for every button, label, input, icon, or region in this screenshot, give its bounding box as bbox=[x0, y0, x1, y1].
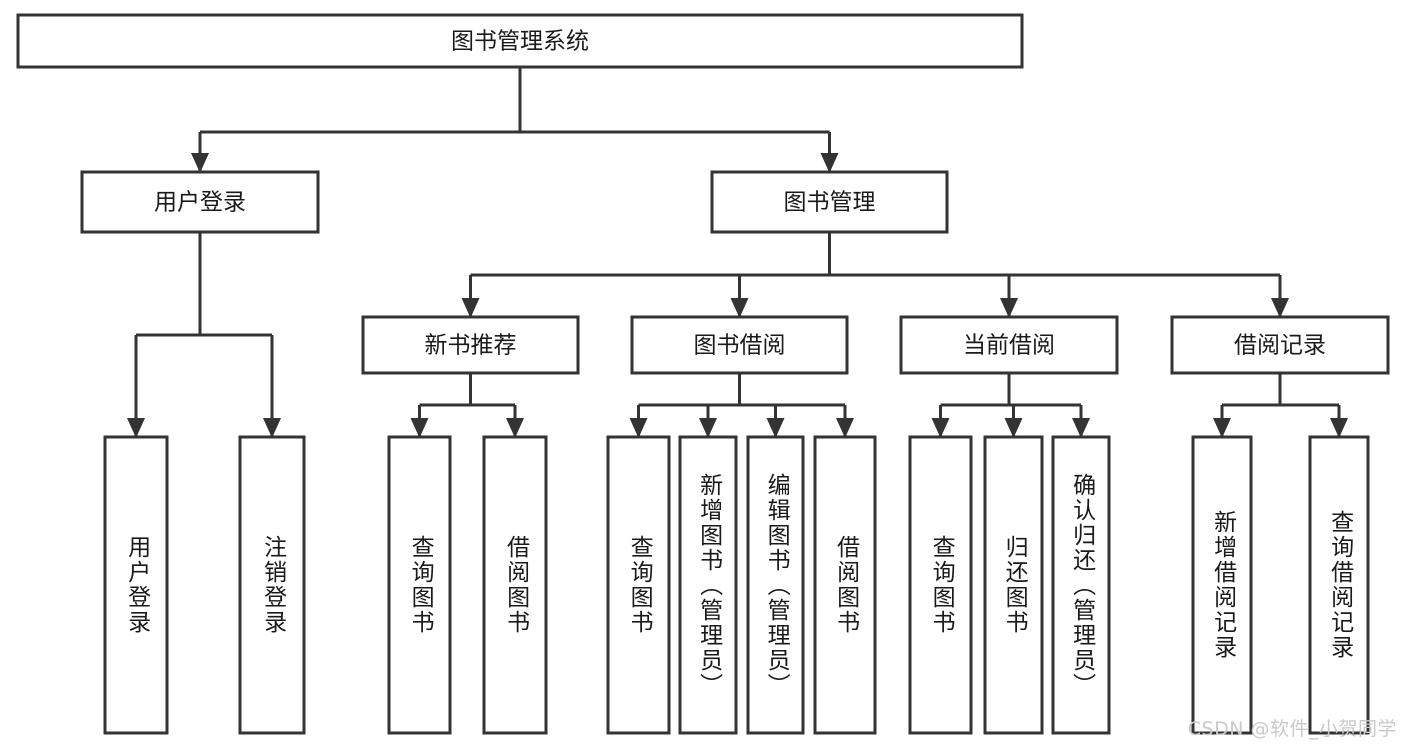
node-user-login[interactable] bbox=[80, 170, 320, 234]
connector-group-book-borrow bbox=[629, 373, 854, 438]
node-book-borrow[interactable] bbox=[630, 315, 849, 375]
node-label-current-borrow: 当前借阅 bbox=[963, 333, 1055, 359]
connector-group-borrow-record bbox=[1213, 373, 1348, 438]
node-label-new-book-recommend: 新书推荐 bbox=[425, 333, 517, 359]
node-leaf-query-book-new[interactable] bbox=[387, 435, 452, 735]
node-leaf-borrow-book[interactable] bbox=[813, 435, 877, 735]
node-current-borrow[interactable] bbox=[899, 315, 1119, 375]
node-leaf-add-book[interactable] bbox=[678, 435, 738, 735]
node-leaf-return-book[interactable] bbox=[983, 435, 1044, 735]
node-label-user-login: 用户登录 bbox=[154, 190, 246, 216]
arrow-head-icon bbox=[699, 418, 717, 438]
node-label-root: 图书管理系统 bbox=[451, 29, 589, 55]
arrow-head-icon bbox=[730, 298, 749, 318]
arrow-head-icon bbox=[629, 418, 648, 438]
connector-group-user-login bbox=[127, 232, 281, 438]
node-label-borrow-record: 借阅记录 bbox=[1234, 333, 1326, 359]
arrow-head-icon bbox=[931, 418, 950, 438]
node-leaf-query-book-borrow[interactable] bbox=[606, 435, 671, 735]
arrow-head-icon bbox=[820, 153, 839, 173]
arrow-head-icon bbox=[461, 298, 480, 318]
arrow-head-icon bbox=[191, 153, 209, 173]
connector-group-current-borrow bbox=[931, 373, 1090, 438]
watermark-text: CSDN @软件_小贺同学 bbox=[1187, 718, 1397, 740]
node-boxes bbox=[16, 13, 1390, 735]
arrow-head-icon bbox=[766, 418, 785, 438]
arrow-head-icon bbox=[263, 418, 281, 438]
node-leaf-logout[interactable] bbox=[238, 435, 306, 735]
node-leaf-confirm-return[interactable] bbox=[1051, 435, 1111, 735]
arrow-head-icon bbox=[1000, 298, 1018, 318]
node-new-book-recommend[interactable] bbox=[361, 315, 580, 375]
node-root[interactable] bbox=[16, 13, 1024, 69]
node-leaf-query-book-current[interactable] bbox=[908, 435, 973, 735]
arrow-head-icon bbox=[1004, 418, 1023, 438]
arrow-head-icon bbox=[1271, 298, 1289, 318]
node-label-book-borrow: 图书借阅 bbox=[694, 333, 786, 359]
node-leaf-user-login[interactable] bbox=[103, 435, 169, 735]
arrow-head-icon bbox=[410, 418, 429, 438]
arrow-head-icon bbox=[836, 418, 854, 438]
node-label-book-manage: 图书管理 bbox=[784, 190, 876, 216]
connector-lines bbox=[127, 67, 1348, 438]
arrow-head-icon bbox=[506, 418, 524, 438]
connector-group-root bbox=[191, 67, 839, 173]
arrow-head-icon bbox=[1330, 418, 1348, 438]
arrow-head-icon bbox=[127, 418, 145, 438]
node-leaf-edit-book[interactable] bbox=[746, 435, 805, 735]
arrow-head-icon bbox=[1072, 418, 1090, 438]
node-leaf-borrow-book-new[interactable] bbox=[482, 435, 548, 735]
arrow-head-icon bbox=[1213, 418, 1231, 438]
node-borrow-record[interactable] bbox=[1170, 315, 1390, 375]
connector-group-book-manage bbox=[461, 232, 1289, 318]
node-leaf-add-record[interactable] bbox=[1191, 435, 1253, 735]
connector-group-new-book-recommend bbox=[410, 373, 524, 438]
node-leaf-query-record[interactable] bbox=[1308, 435, 1370, 735]
node-book-manage[interactable] bbox=[710, 170, 949, 234]
